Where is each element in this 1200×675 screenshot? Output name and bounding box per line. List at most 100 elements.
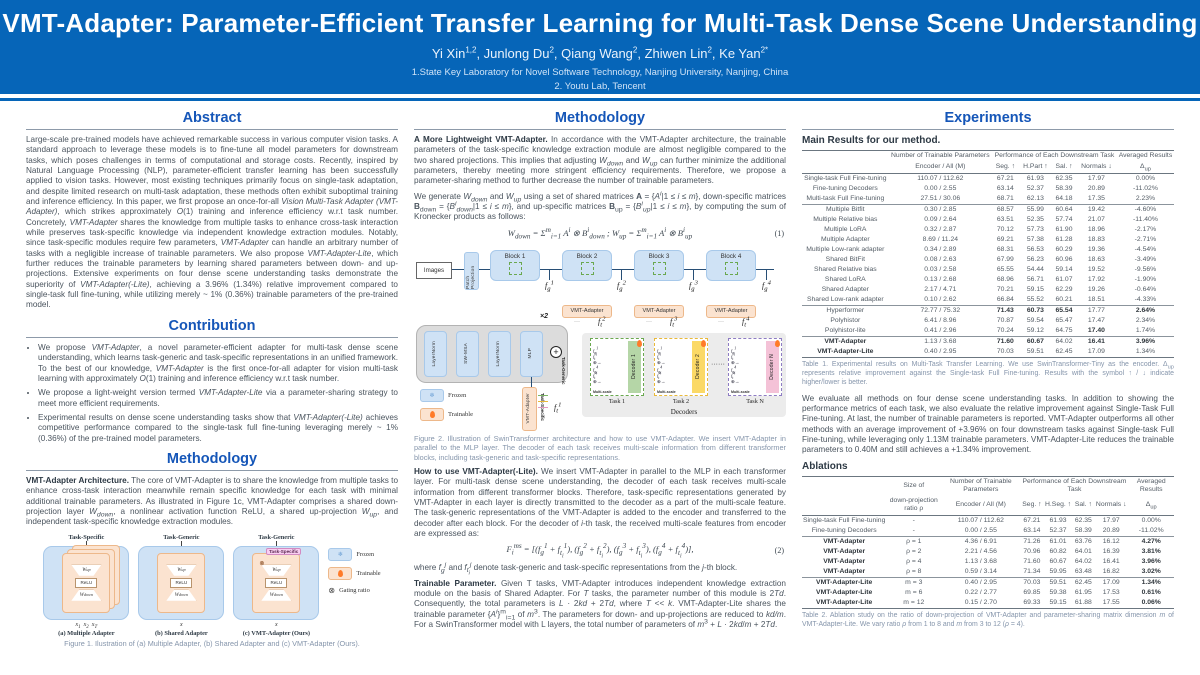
connector-line	[479, 268, 490, 271]
table-cell: 16.82	[1102, 568, 1120, 576]
table-cell: 60.73	[1018, 304, 1053, 316]
experiments-paragraph: We evaluate all methods on four dense sc…	[802, 393, 1174, 455]
table-cell: 56.23	[1026, 256, 1044, 264]
table-cell: 52.35	[1026, 216, 1044, 224]
table-cell: 18.63	[1087, 256, 1105, 264]
add-operator-icon: ⊕→	[593, 379, 602, 385]
table-cell: 71.26	[1020, 535, 1044, 547]
table-cell: 59.38	[1049, 589, 1067, 597]
table-cell: 64.02	[1052, 335, 1076, 347]
task-output-line-green	[538, 394, 548, 396]
paragraph-text: We insert VMT-Adapter in parallel to the…	[414, 467, 786, 539]
table-cell: Shared Adapter	[821, 286, 869, 294]
table-cell: 60.29	[1055, 246, 1073, 254]
contribution-list: We propose VMT-Adapter, a novel paramete…	[26, 343, 398, 445]
table-cell: 0.00%	[1141, 517, 1161, 525]
table-cell: 17.09	[1094, 576, 1129, 588]
table-cell: 61.90	[1055, 226, 1073, 234]
table-cell: Shared LoRA	[824, 276, 866, 284]
layer-label: SW-MSA	[464, 343, 470, 365]
table-cell: VMT-Adapter-Lite	[816, 599, 873, 607]
gating-icon: ⊗	[259, 560, 265, 567]
table-cell: VMT-Adapter	[802, 335, 889, 347]
f-label: fg4	[657, 365, 663, 375]
table-row: Single-task Full Fine-tuning-110.07 / 11…	[802, 515, 1174, 526]
table-cell: Polyhistor-lite	[824, 327, 866, 335]
sw-msa-box: SW-MSA	[456, 330, 479, 377]
table-cell: 17.97	[1102, 517, 1120, 525]
table-cell: 55.52	[1026, 296, 1044, 304]
vmt-adapter-box-3: VMT-Adapter	[634, 304, 684, 318]
generate-paragraph: We generate Wdown and Wup using a set of…	[414, 189, 786, 222]
table-cell: 1.34%	[1135, 348, 1156, 356]
table-cell: 0.22 / 2.77	[964, 589, 997, 597]
table-cell: ρ = 1	[886, 535, 942, 547]
fg1-label: fg1	[545, 278, 554, 293]
table-cell: 27.51 / 30.06	[920, 195, 961, 203]
table-cell: 56.53	[1026, 246, 1044, 254]
table-header-cell: Number of Trainable Parameters	[891, 152, 990, 160]
table-cell: 16.12	[1094, 535, 1129, 547]
ellipsis: ···	[646, 318, 652, 325]
taskN-label: Task N	[746, 397, 764, 405]
branch-line	[766, 269, 768, 280]
table-cell: 3.96%	[1141, 558, 1161, 566]
table-cell: Multiple Bitfit	[802, 203, 889, 215]
table-cell: 59.51	[1043, 576, 1073, 588]
legend-gating: ⊗Gating ratio	[328, 586, 380, 595]
f-label: ft4	[593, 371, 598, 381]
table-cell: 0.15 / 2.70	[964, 599, 997, 607]
table-cell: 70.03	[996, 348, 1014, 356]
table-cell: 110.07 / 112.62	[957, 517, 1004, 525]
table-header-cell: Sal. ↑	[1052, 161, 1076, 174]
equation-body: Wdown = Σmi=1 Ai ⊗ Bidown ; Wup = Σmi=1 …	[507, 225, 693, 241]
table-cell: 70.24	[996, 327, 1014, 335]
header-gap	[0, 94, 1200, 98]
list-item: Experimental results on dense scene unde…	[38, 413, 398, 445]
panel-caption: (a) Multiple Adapter	[58, 629, 115, 637]
relu-box: ReLU	[170, 577, 193, 588]
connector-line	[540, 268, 562, 271]
table-cell: m = 6	[905, 589, 923, 597]
table-header-cell: H.Seg. ↑	[1043, 495, 1073, 516]
table-cell: 0.00%	[1135, 175, 1156, 183]
table-cell: 17.35	[1087, 195, 1105, 203]
panel-caption: (b) Shared Adapter	[154, 629, 208, 637]
adapter-slot-icon	[508, 261, 522, 275]
task1-card: fg1 ft1 ⊕→ fg4 ft4 ⊕→ Decoder 1 Multi-sc…	[590, 337, 644, 396]
legend-label: Trainable	[448, 410, 474, 418]
images-box: Images	[416, 261, 452, 279]
connector-line	[85, 540, 87, 546]
branch-line	[621, 269, 623, 280]
authors-line: Yi Xin1,2, Junlong Du2, Qiang Wang2, Zhi…	[431, 45, 769, 61]
layer-label: LayerNorm	[432, 340, 438, 367]
table-cell: 2.64%	[1116, 304, 1174, 316]
table-cell: 71.60	[991, 335, 1019, 347]
table-cell: 0.40 / 2.95	[941, 576, 1021, 588]
table-cell: 19.36	[1087, 246, 1105, 254]
table-cell: Single-task Full Fine-tuning	[804, 175, 887, 183]
table-cell: 61.01	[1043, 535, 1073, 547]
legend-trainable: Trainable	[420, 407, 474, 421]
table-cell: 0.00 / 2.55	[964, 527, 997, 535]
table-cell: 65.47	[1055, 317, 1073, 325]
figure1-legend: ❄Frozen Trainable ⊗Gating ratio	[328, 547, 381, 595]
ft1-label: ft1	[554, 400, 562, 415]
table-cell: Multiple Adapter	[820, 236, 870, 244]
methodology-architecture-paragraph: VMT-Adapter Architecture. The core of VM…	[26, 476, 398, 528]
table-header-cell	[802, 151, 889, 162]
table-cell: ρ = 2	[906, 548, 922, 556]
table-header-cell: Sal. ↑	[1072, 495, 1094, 516]
table-cell: Multiple LoRA	[824, 226, 867, 234]
table-cell: 62.29	[1055, 286, 1073, 294]
connector-line	[180, 540, 182, 546]
connector-line	[756, 268, 774, 271]
table-cell: VMT-Adapter	[802, 535, 887, 547]
where-paragraph: where fgj and ftij denote task-generic a…	[414, 560, 738, 577]
table-cell: -	[912, 517, 915, 525]
